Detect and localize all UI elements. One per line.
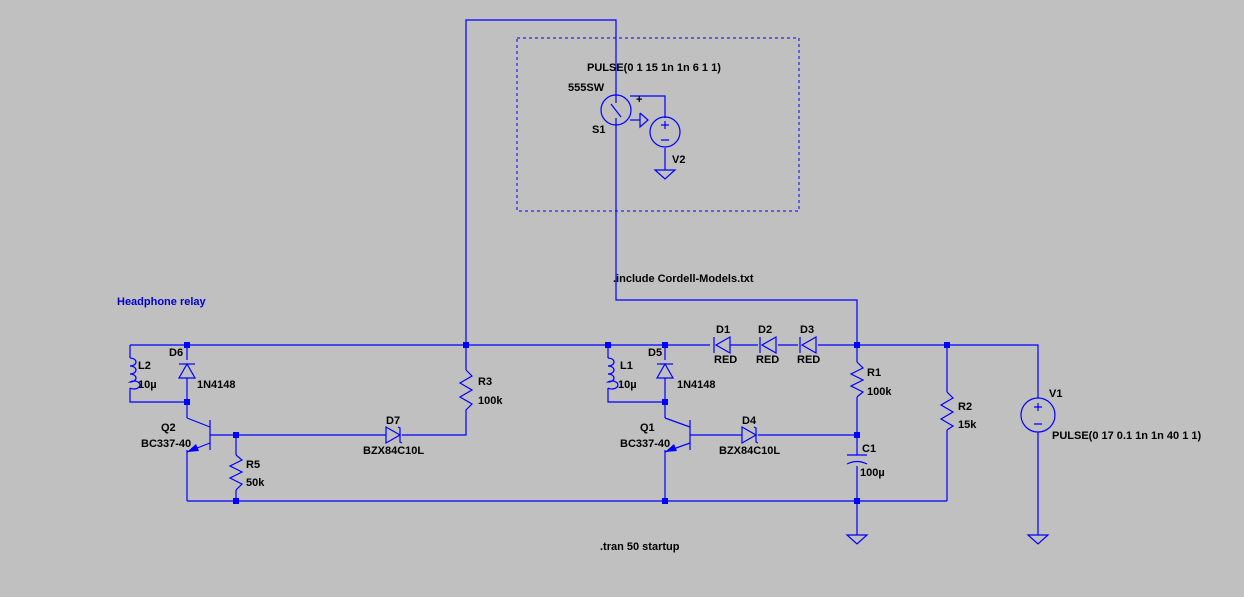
s1-name: S1 bbox=[592, 124, 605, 136]
zener-d4[interactable]: D4 BZX84C10L bbox=[719, 415, 780, 457]
transistor-q1[interactable]: Q1 BC337-40 bbox=[620, 417, 691, 453]
v1-value: PULSE(0 17 0.1 1n 1n 40 1 1) bbox=[1052, 430, 1202, 442]
switch-s1[interactable]: 555SW S1 + bbox=[568, 82, 649, 136]
r1-name: R1 bbox=[867, 367, 881, 379]
junctions bbox=[184, 342, 950, 504]
d1-value: RED bbox=[714, 354, 737, 366]
inductor-l2[interactable]: L2 10µ bbox=[127, 357, 157, 391]
diode-d6[interactable]: D6 1N4148 bbox=[169, 347, 236, 391]
d6-name: D6 bbox=[169, 347, 183, 359]
c1-name: C1 bbox=[862, 443, 876, 455]
v2-name: V2 bbox=[672, 154, 685, 166]
d5-name: D5 bbox=[648, 347, 662, 359]
resistor-r1[interactable]: R1 100k bbox=[849, 361, 892, 398]
d2-value: RED bbox=[756, 354, 779, 366]
d6-value: 1N4148 bbox=[197, 379, 236, 391]
r2-value: 15k bbox=[958, 419, 977, 431]
comment-headphone-relay[interactable]: Headphone relay bbox=[117, 296, 207, 308]
l2-name: L2 bbox=[138, 360, 151, 372]
led-d2[interactable]: D2 RED bbox=[756, 324, 779, 366]
transistor-q2[interactable]: Q2 BC337-40 bbox=[141, 417, 211, 453]
ground-icon bbox=[1026, 534, 1050, 545]
r3-value: 100k bbox=[478, 395, 503, 407]
v2-value: PULSE(0 1 15 1n 1n 6 1 1) bbox=[587, 62, 721, 74]
r5-value: 50k bbox=[246, 477, 265, 489]
wires bbox=[129, 19, 1039, 535]
l1-name: L1 bbox=[620, 360, 633, 372]
led-d3[interactable]: D3 RED bbox=[797, 324, 820, 366]
led-d1[interactable]: D1 RED bbox=[713, 324, 737, 366]
resistor-r5[interactable]: R5 50k bbox=[228, 454, 265, 491]
ground-icon bbox=[845, 534, 869, 545]
d1-name: D1 bbox=[716, 324, 730, 336]
d7-value: BZX84C10L bbox=[363, 445, 424, 457]
c1-value: 100µ bbox=[860, 467, 885, 479]
resistor-r2[interactable]: R2 15k bbox=[939, 391, 977, 431]
r5-name: R5 bbox=[246, 459, 260, 471]
subcircuit-box bbox=[516, 37, 800, 212]
d3-name: D3 bbox=[800, 324, 814, 336]
d4-name: D4 bbox=[742, 415, 757, 427]
ground-icon bbox=[653, 169, 677, 180]
r1-value: 100k bbox=[867, 386, 892, 398]
d7-name: D7 bbox=[386, 415, 400, 427]
spice-tran-directive[interactable]: .tran 50 startup bbox=[600, 541, 680, 553]
spice-include-directive[interactable]: .include Cordell-Models.txt bbox=[613, 273, 754, 285]
d3-value: RED bbox=[797, 354, 820, 366]
v1-name: V1 bbox=[1049, 388, 1062, 400]
r3-name: R3 bbox=[478, 376, 492, 388]
inductor-l1[interactable]: L1 10µ bbox=[605, 357, 637, 391]
q2-value: BC337-40 bbox=[141, 438, 191, 450]
source-v1[interactable]: V1 PULSE(0 17 0.1 1n 1n 40 1 1) bbox=[1020, 388, 1202, 442]
q1-value: BC337-40 bbox=[620, 438, 670, 450]
diode-d5[interactable]: D5 1N4148 bbox=[648, 347, 716, 391]
q2-name: Q2 bbox=[161, 422, 176, 434]
l2-value: 10µ bbox=[138, 379, 157, 391]
d5-value: 1N4148 bbox=[677, 379, 716, 391]
source-v2[interactable]: PULSE(0 1 15 1n 1n 6 1 1) V2 bbox=[587, 62, 721, 180]
q1-name: Q1 bbox=[640, 422, 655, 434]
s1-plus-sign: + bbox=[636, 94, 642, 106]
d2-name: D2 bbox=[758, 324, 772, 336]
zener-d7[interactable]: D7 BZX84C10L bbox=[363, 415, 424, 457]
resistor-r3[interactable]: R3 100k bbox=[458, 369, 503, 415]
r2-name: R2 bbox=[958, 401, 972, 413]
d4-value: BZX84C10L bbox=[719, 445, 780, 457]
s1-model: 555SW bbox=[568, 82, 605, 94]
l1-value: 10µ bbox=[618, 379, 637, 391]
capacitor-c1[interactable]: C1 100µ bbox=[846, 443, 885, 479]
